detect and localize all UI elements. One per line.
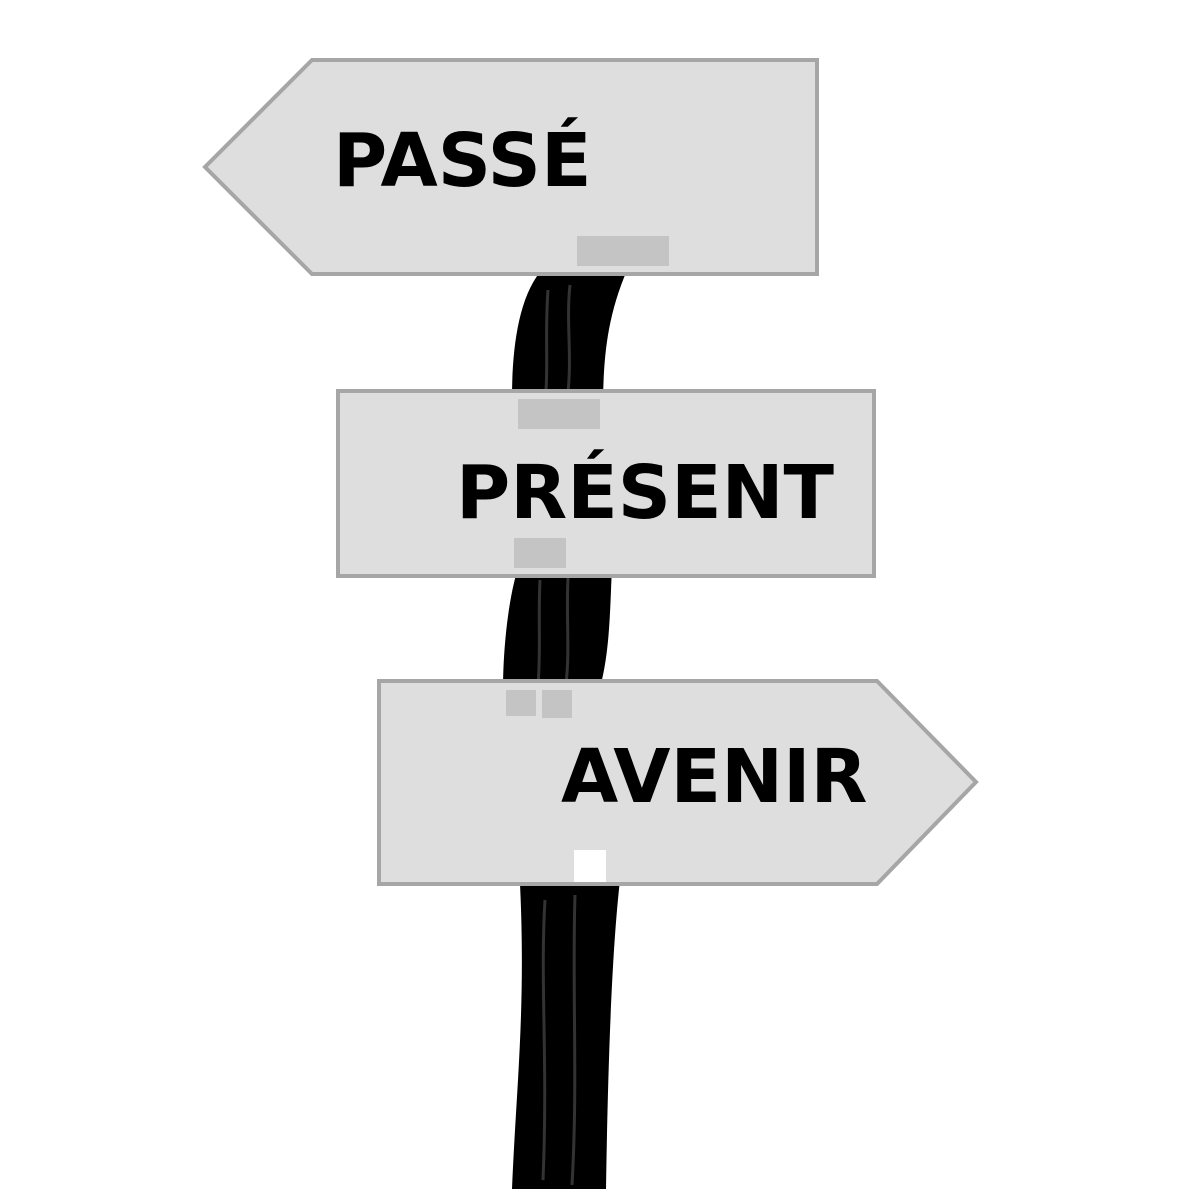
sign-future-clip-white: [574, 850, 606, 882]
sign-future-board: [377, 679, 979, 886]
sign-present-clip-top: [518, 399, 600, 429]
sign-future-clip-left: [506, 690, 536, 716]
pole-texture: [536, 284, 577, 1186]
sign-present: PRÉSENT: [336, 389, 876, 578]
sign-future-clip-right: [542, 690, 572, 718]
signpost-pole: [503, 268, 628, 1189]
sign-past-label: PASSÉ: [333, 116, 592, 204]
sign-future-label: AVENIR: [561, 734, 868, 820]
sign-past: PASSÉ: [202, 58, 819, 276]
sign-present-board: [336, 389, 876, 578]
sign-present-clip-bottom: [514, 538, 566, 568]
sign-present-label: PRÉSENT: [456, 448, 835, 536]
sign-past-clip: [577, 236, 669, 266]
sign-future: AVENIR: [377, 679, 979, 886]
pole-segment-middle: [503, 566, 612, 690]
sign-past-board: [202, 58, 819, 276]
pole-segment-bottom: [512, 880, 620, 1189]
